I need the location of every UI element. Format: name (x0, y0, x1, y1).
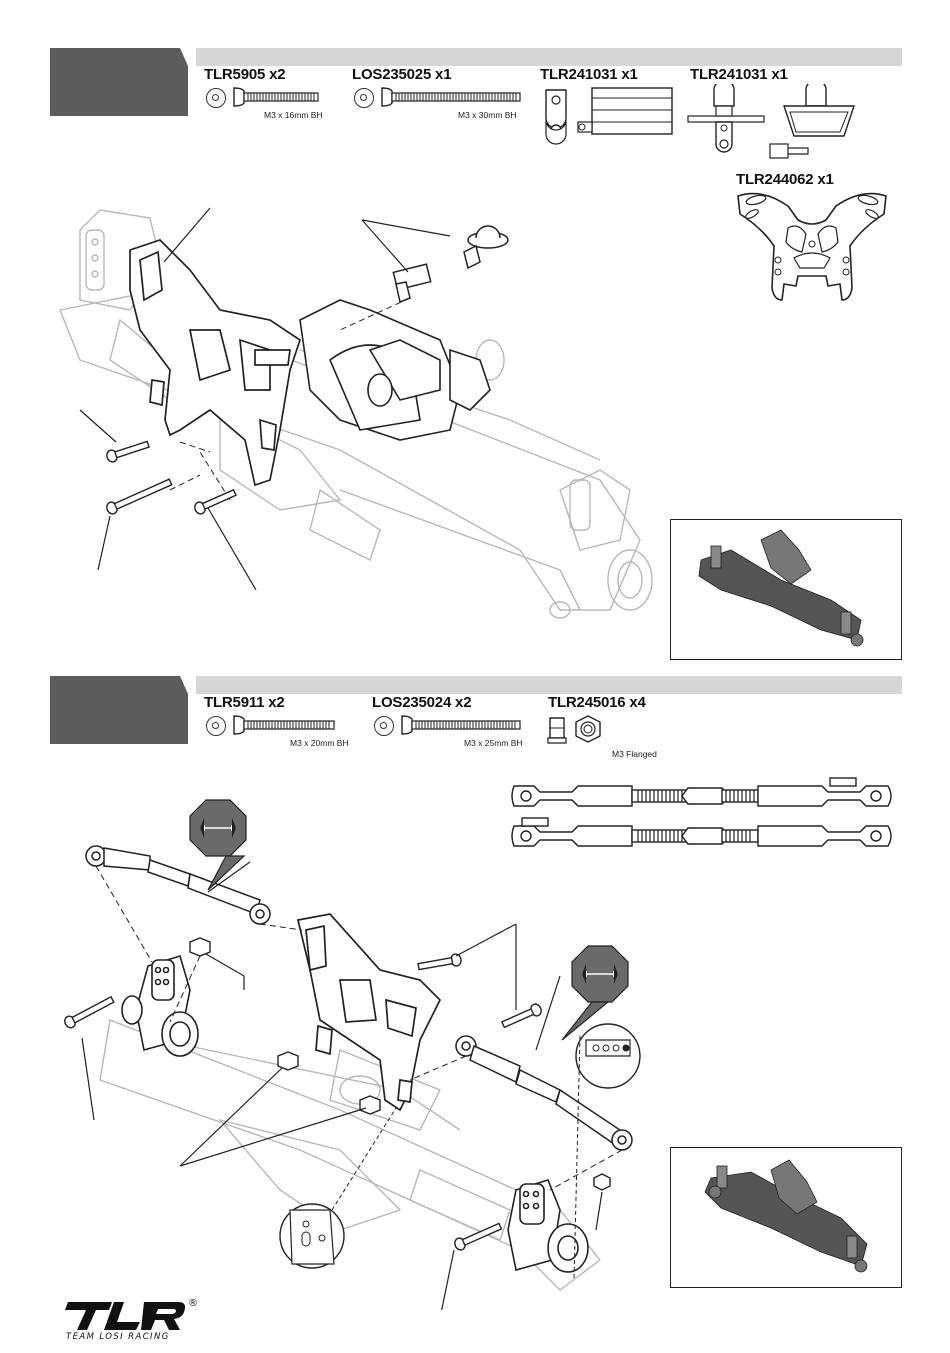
shock-tower-part-icon (732, 188, 892, 306)
body-mount-part-icon (540, 86, 680, 146)
step2-overview-inset (670, 1147, 902, 1288)
part-spec-m3x30: M3 x 30mm BH (458, 110, 517, 120)
step1-assembly-illustration (40, 190, 660, 650)
part-code-tlr5911: TLR5911 x2 (204, 694, 285, 711)
part-spec-m3-flanged: M3 Flanged (612, 749, 657, 759)
step2-overview-illustration (671, 1148, 899, 1285)
tlr-logo: ® TLR TEAM LOSI RACING (62, 1300, 202, 1344)
screw-16mm-icon (232, 86, 322, 108)
part-spec-m3x16: M3 x 16mm BH (264, 110, 323, 120)
part-code-tlr241031-a: TLR241031 x1 (540, 66, 638, 83)
washer-icon (206, 88, 226, 108)
screw-25mm-icon (400, 714, 526, 736)
body-mount-assembly-icon (686, 84, 866, 164)
step-number-block-1 (50, 48, 188, 116)
part-spec-m3x25: M3 x 25mm BH (464, 738, 523, 748)
washer-icon (374, 716, 394, 736)
part-spec-m3x20: M3 x 20mm BH (290, 738, 349, 748)
tlr-tagline: TEAM LOSI RACING (66, 1332, 170, 1342)
washer-icon (206, 716, 226, 736)
part-code-tlr5905: TLR5905 x2 (204, 66, 285, 83)
step2-assembly-illustration (40, 790, 660, 1310)
step1-overview-illustration (671, 520, 899, 657)
part-code-tlr245016: TLR245016 x4 (548, 694, 646, 711)
step-header-bar-1 (196, 48, 902, 66)
part-code-tlr241031-b: TLR241031 x1 (690, 66, 788, 83)
washer-icon (354, 88, 374, 108)
tlr-logo-mark (62, 1300, 202, 1332)
part-code-los235025: LOS235025 x1 (352, 66, 451, 83)
step1-overview-inset (670, 519, 902, 660)
step-number-block-2 (50, 676, 188, 744)
part-code-los235024: LOS235024 x2 (372, 694, 471, 711)
step-header-bar-2 (196, 676, 902, 694)
part-code-tlr244062: TLR244062 x1 (736, 171, 834, 188)
screw-30mm-icon (380, 86, 525, 108)
screw-20mm-icon (232, 714, 338, 736)
flanged-nut-icon (546, 712, 606, 748)
tlr-registered-mark: ® (188, 1298, 198, 1309)
